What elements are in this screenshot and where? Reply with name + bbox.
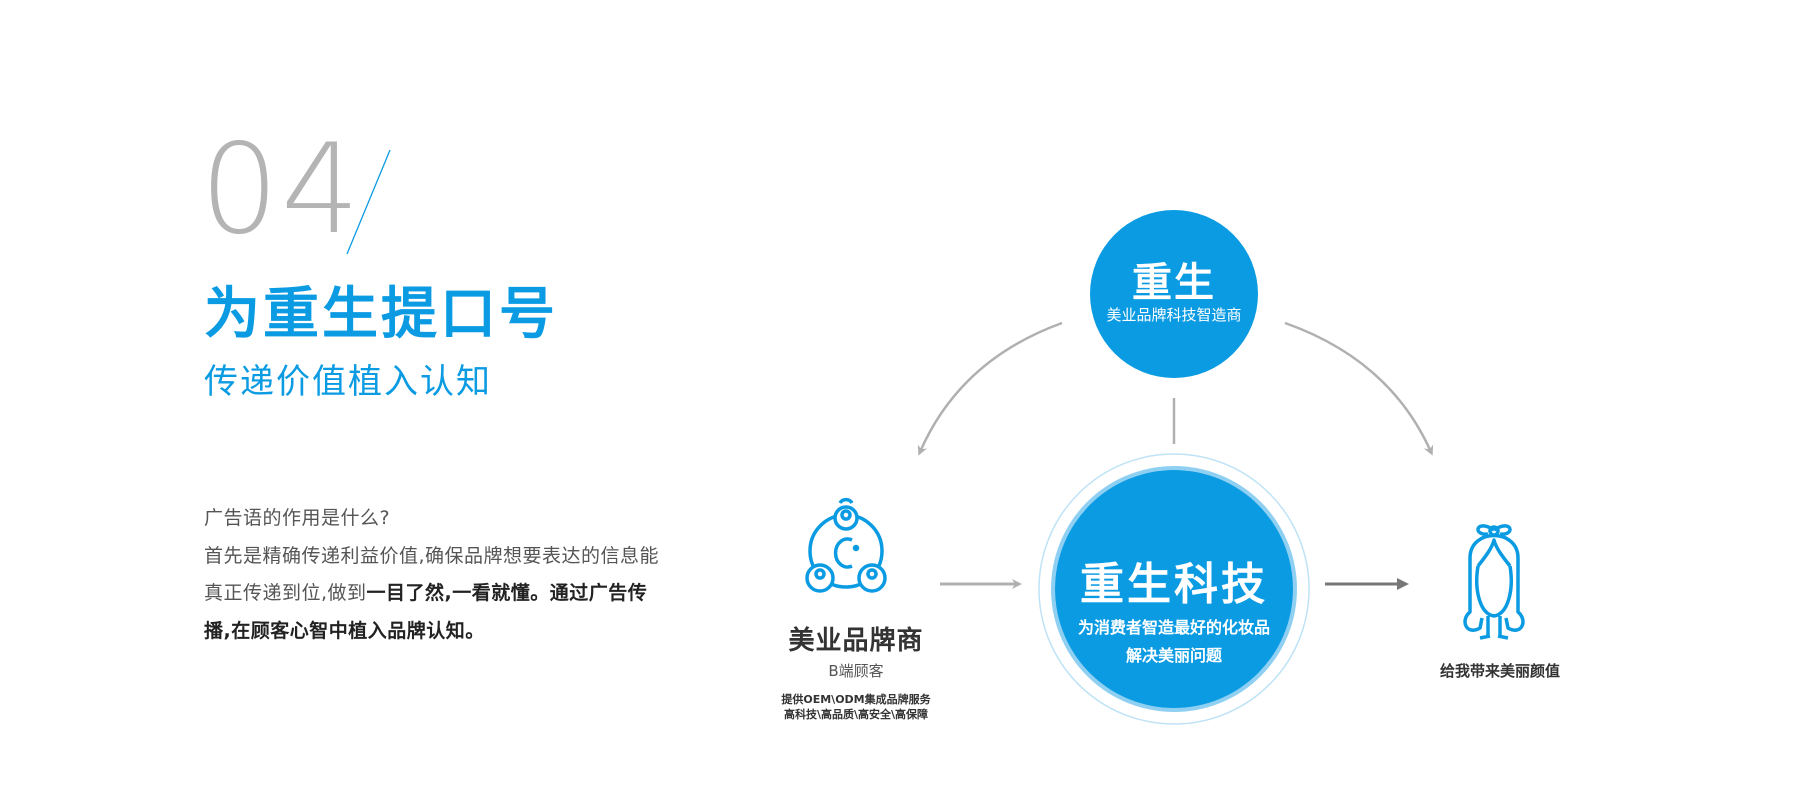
paragraph-body: 首先是精确传递利益价值,确保品牌想要表达的信息能真正传递到位,做到 [204, 544, 660, 605]
center-circle-line1: 为消费者智造最好的化妆品 [1077, 618, 1271, 637]
arrow-curve-left [917, 321, 1063, 456]
left-node-desc1: 提供OEM\ODM集成品牌服务 [781, 693, 931, 706]
center-circle-glow [1051, 466, 1297, 712]
girl-icon [1463, 524, 1525, 640]
top-circle [1090, 210, 1258, 378]
page-subtitle: 传递价值植入认知 [204, 362, 492, 402]
people-group-icon [805, 497, 887, 593]
left-node-desc2: 高科技\高品质\高安全\高保障 [783, 708, 929, 721]
description-paragraph: 广告语的作用是什么? 首先是精确传递利益价值,确保品牌想要表达的信息能真正传递到… [204, 500, 674, 650]
top-circle-subtitle: 美业品牌科技智造商 [1106, 306, 1242, 324]
paragraph-question: 广告语的作用是什么? [204, 507, 391, 529]
section-number: 04 [200, 118, 362, 262]
center-circle-line2: 解决美丽问题 [1125, 646, 1223, 665]
paragraph-emphasis: 一目了然,一看就懂。通过广告传播,在顾客心智中植入品牌认知。 [204, 582, 648, 642]
arrow-curve-right [1284, 321, 1434, 456]
top-circle-title: 重生 [1132, 260, 1216, 306]
center-circle-ring [1038, 453, 1310, 725]
right-node-title: 给我带来美丽颜值 [1439, 662, 1561, 680]
left-node-subtitle: B端顾客 [828, 662, 884, 680]
left-node-title: 美业品牌商 [788, 626, 924, 656]
center-circle-title: 重生科技 [1080, 559, 1268, 610]
center-circle [1055, 470, 1293, 708]
page-title: 为重生提口号 [204, 282, 558, 347]
